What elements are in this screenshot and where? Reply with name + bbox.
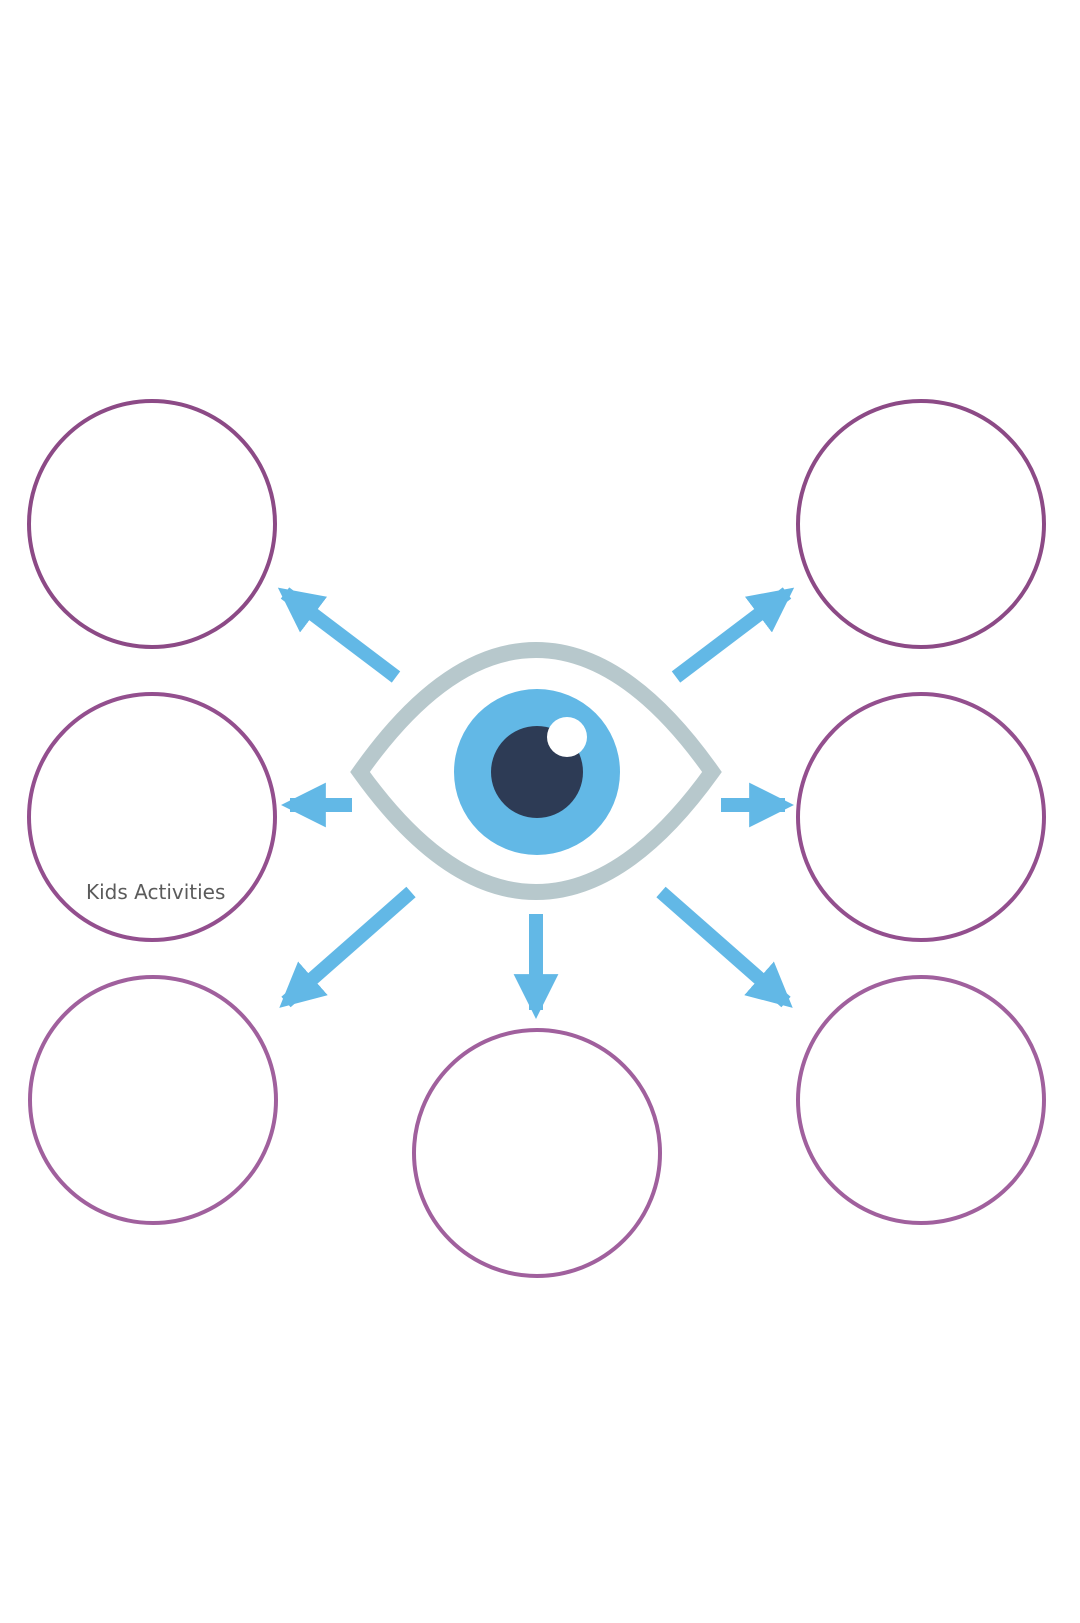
arrow-icon-bottom-right [656, 886, 793, 1008]
eye-highlight [547, 717, 587, 757]
circle-bottom-left[interactable] [28, 975, 278, 1225]
arrow-icon-bottom-left [279, 886, 416, 1008]
circle-top-left[interactable] [27, 399, 277, 649]
circle-bottom-right[interactable] [796, 975, 1046, 1225]
circle-middle-left[interactable] [27, 692, 277, 942]
answer-circles [27, 399, 1046, 1278]
arrow-icon-top-left [277, 587, 401, 683]
arrows [277, 587, 795, 1019]
circle-bottom-center[interactable] [412, 1028, 662, 1278]
circle-middle-right[interactable] [796, 692, 1046, 942]
eye-icon [350, 641, 722, 901]
arrow-icon-top-right [671, 587, 795, 683]
circle-top-right[interactable] [796, 399, 1046, 649]
watermark-text: Kids Activities [86, 880, 226, 904]
